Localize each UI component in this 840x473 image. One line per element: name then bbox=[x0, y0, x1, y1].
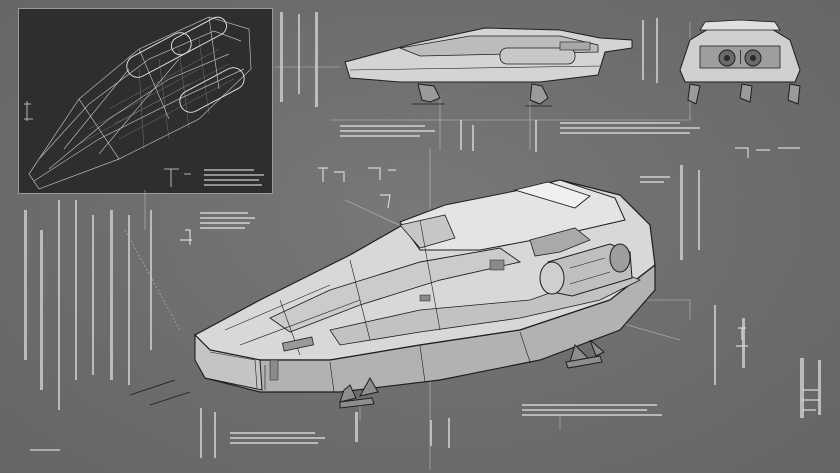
ship-front-elevation-icon bbox=[679, 19, 801, 105]
wireframe-panel bbox=[18, 8, 273, 194]
ship-isometric-icon bbox=[129, 179, 656, 409]
ship-wireframe-icon bbox=[24, 16, 264, 190]
ship-side-elevation-icon bbox=[344, 27, 633, 107]
